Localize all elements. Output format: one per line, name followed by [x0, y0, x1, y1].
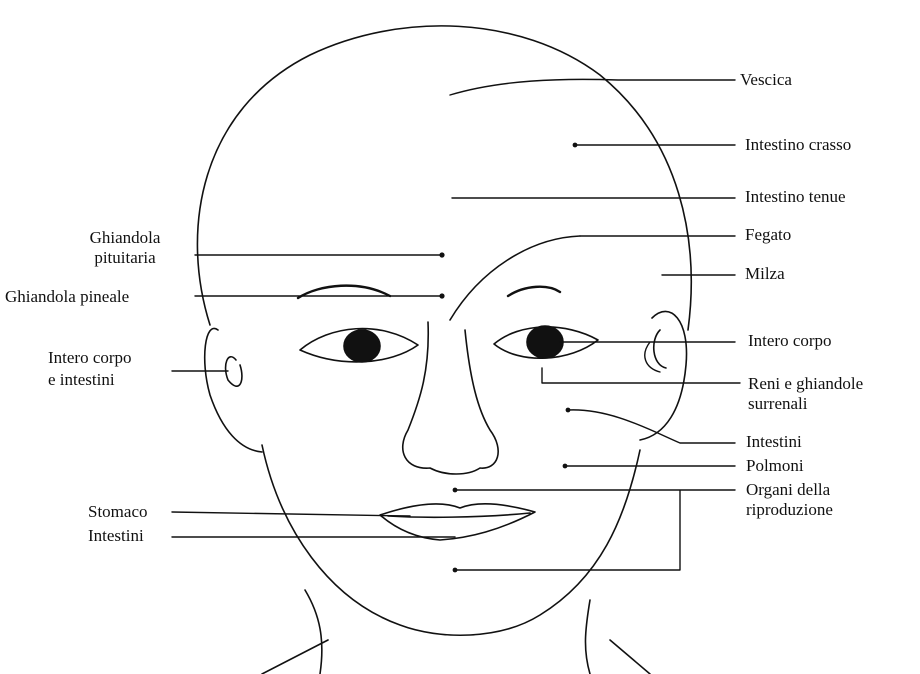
- label-fegato: Fegato: [745, 225, 791, 244]
- label-intero-corpo-right: Intero corpo: [748, 331, 832, 350]
- label-ghiandola-pituitaria-line2: pituitaria: [50, 248, 200, 267]
- hairline: [450, 236, 580, 320]
- label-intestini-right: Intestini: [746, 432, 802, 451]
- label-polmoni: Polmoni: [746, 456, 804, 475]
- label-milza: Milza: [745, 264, 785, 283]
- pupil-right: [527, 326, 563, 358]
- label-intestino-crasso: Intestino crasso: [745, 135, 851, 154]
- label-intero-corpo-left-line2: e intestini: [48, 370, 115, 389]
- ear-right: [640, 311, 687, 440]
- ear-left: [205, 328, 262, 452]
- label-vescica: Vescica: [740, 70, 792, 89]
- head-outline: [197, 26, 691, 330]
- leader-lines: [172, 79, 740, 570]
- label-intestini-left: Intestini: [88, 526, 144, 545]
- pupil-left: [344, 330, 380, 362]
- label-stomaco: Stomaco: [88, 502, 148, 521]
- mouth: [380, 504, 535, 540]
- label-organi-line2: riproduzione: [746, 500, 833, 519]
- label-organi-line1: Organi della: [746, 480, 830, 499]
- label-reni-line2: surrenali: [748, 394, 807, 413]
- label-ghiandola-pineale: Ghiandola pineale: [5, 287, 129, 306]
- label-reni-line1: Reni e ghiandole: [748, 374, 863, 393]
- neck-left: [262, 590, 328, 674]
- label-intero-corpo-left-line1: Intero corpo: [48, 348, 132, 367]
- label-intestino-tenue: Intestino tenue: [745, 187, 846, 206]
- label-ghiandola-pituitaria-line1: Ghiandola: [50, 228, 200, 247]
- eyebrow-right: [508, 287, 560, 296]
- neck-right: [585, 600, 650, 674]
